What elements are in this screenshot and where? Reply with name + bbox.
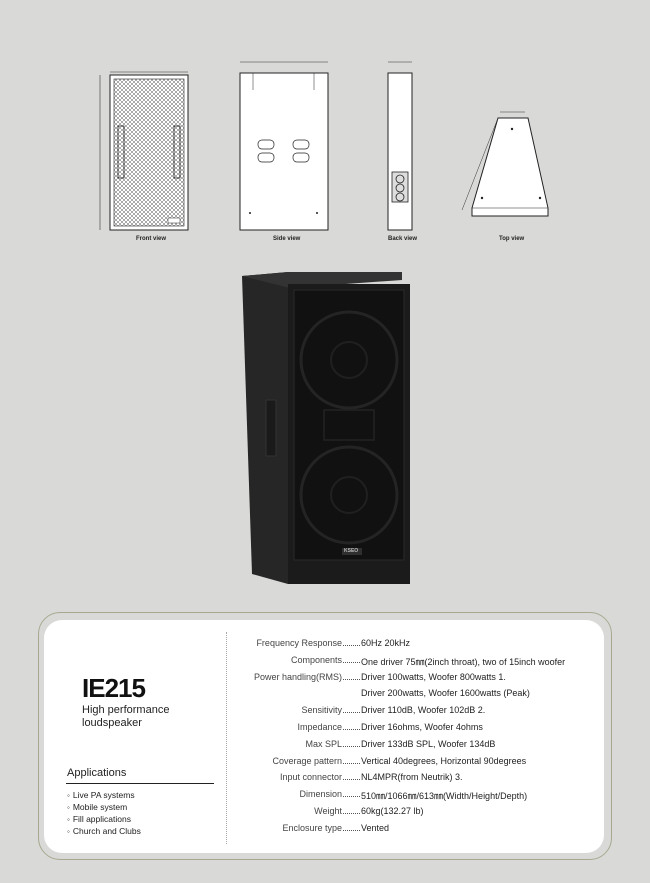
spec-value: Driver 110dB, Woofer 102dB 2.: [361, 705, 486, 716]
spec-label: Input connector: [279, 772, 342, 783]
side-view-label: Side view: [273, 236, 301, 242]
spec-leader: [343, 762, 360, 764]
brand-badge: KSEO: [344, 548, 359, 554]
applications-list: Live PA systems Mobile system Fill appli…: [67, 789, 141, 837]
spec-label: Power handling(RMS): [253, 671, 342, 682]
spec-leader: [343, 712, 360, 714]
spec-label: Max SPL: [305, 738, 342, 749]
top-view-label: Top view: [499, 236, 525, 242]
spec-leader: [343, 796, 360, 798]
spec-label: Sensitivity: [301, 705, 342, 716]
spec-label: Dimension: [299, 789, 342, 800]
spec-label: Frequency Response: [256, 638, 342, 648]
spec-label: Coverage pattern: [272, 755, 342, 766]
front-view-drawing: [99, 71, 189, 231]
spec-value: 510㎜/1066㎜/613㎜(Width/Height/Depth): [361, 791, 528, 802]
spec-value: 60kg(132.27 lb): [361, 805, 424, 816]
product-photo: KSEO: [230, 270, 420, 590]
spec-leader: [343, 779, 360, 781]
spec-value: Driver 200watts, Woofer 1600watts (Peak): [361, 688, 530, 699]
spec-value: NL4MPR(from Neutrik) 3.: [361, 772, 463, 783]
side-view-drawing: [239, 61, 329, 231]
spec-value: Driver 100watts, Woofer 800watts 1.: [361, 671, 506, 682]
drawings-svg: [99, 61, 549, 231]
spec-label: Components: [290, 654, 342, 665]
spec-value: Driver 16ohms, Woofer 4ohms: [361, 721, 483, 732]
technical-drawings: Front view Side view Back view Top view: [0, 0, 650, 250]
top-view-drawing: [461, 111, 549, 217]
applications-heading: Applications: [67, 767, 127, 779]
model-title: IE215: [82, 673, 146, 703]
info-card-frame: [38, 612, 612, 860]
spec-label: Enclosure type: [282, 822, 342, 833]
spec-leader: [343, 678, 360, 680]
model-subtitle: High performance loudspeaker: [82, 704, 170, 729]
spec-value: 60Hz 20kHz: [361, 638, 411, 648]
spec-leader: [343, 745, 360, 747]
spec-label: Weight: [314, 805, 342, 816]
spec-leader: [343, 829, 360, 831]
spec-leader: [343, 812, 360, 814]
spec-value: Vented: [361, 822, 390, 833]
applications-rule: [66, 783, 214, 784]
spec-leader: [343, 661, 360, 663]
list-item: Mobile system: [67, 801, 141, 813]
spec-label: Impedance: [297, 721, 342, 732]
spec-value: Driver 133dB SPL, Woofer 134dB: [361, 738, 496, 749]
list-item: Church and Clubs: [67, 825, 141, 837]
spec-leader: [343, 645, 360, 646]
back-view-drawing: [387, 61, 413, 231]
spec-value: One driver 75㎜(2inch throat), two of 15i…: [361, 656, 566, 667]
card-divider: [226, 632, 227, 844]
loudspeaker-image: [242, 272, 410, 584]
back-view-label: Back view: [388, 236, 418, 242]
spec-value: Vertical 40degrees, Horizontal 90degrees: [361, 755, 527, 766]
list-item: Fill applications: [67, 813, 141, 825]
list-item: Live PA systems: [67, 789, 141, 801]
front-view-label: Front view: [136, 236, 167, 242]
spec-leader: [343, 728, 360, 730]
